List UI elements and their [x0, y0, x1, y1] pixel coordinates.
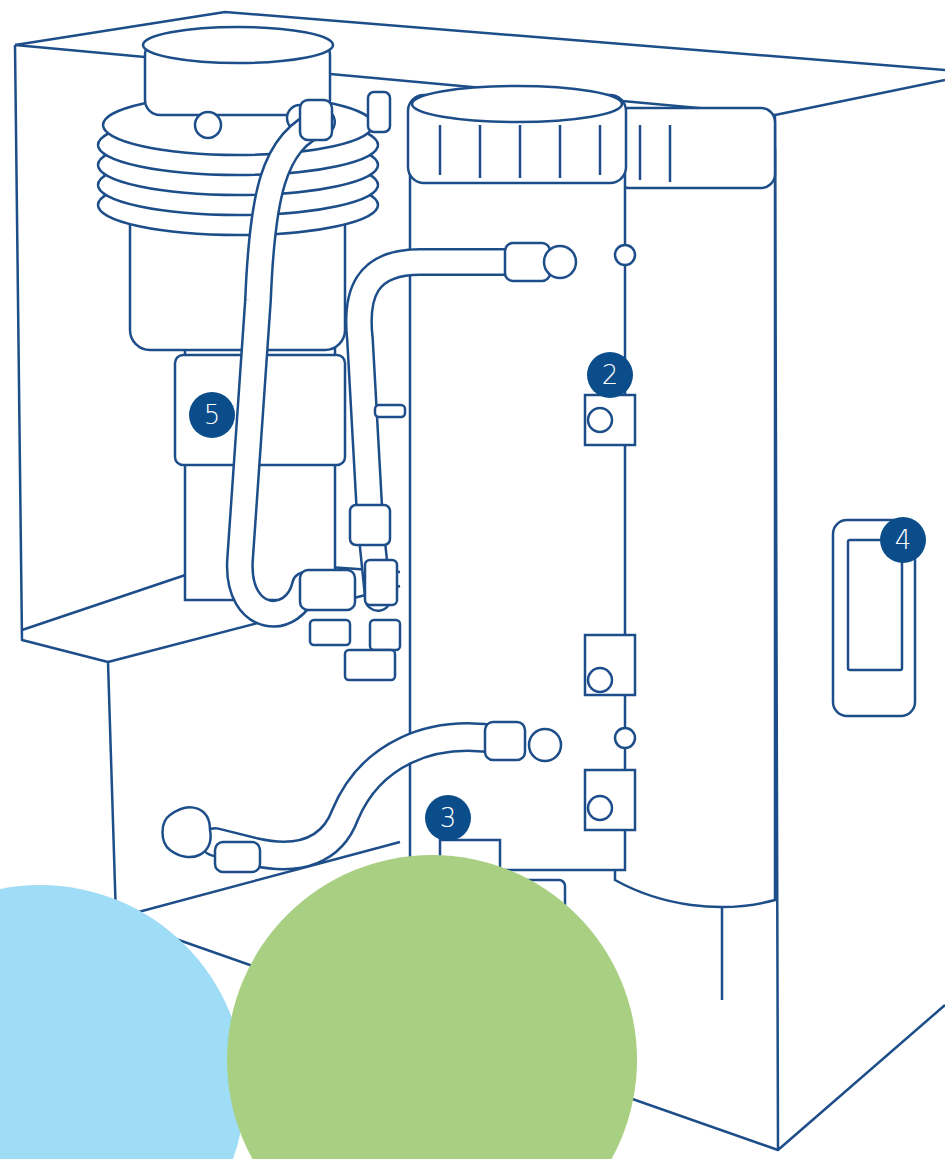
- filter-tank-rear-part: [615, 150, 775, 907]
- manifold-fittings-part: [588, 796, 612, 820]
- hoses-part: [359, 262, 515, 598]
- manifold-fittings-part: [585, 395, 635, 445]
- callout-number: 4: [880, 517, 926, 563]
- decorative-circles: [0, 855, 637, 1159]
- pipe-fittings-part: [375, 405, 405, 417]
- manifold-fittings-part: [588, 408, 612, 432]
- filter-tank-rear-part: [669, 125, 672, 182]
- hoses-part: [215, 737, 500, 855]
- pipe-fittings-part: [544, 246, 576, 278]
- pipe-fittings-part: [485, 722, 525, 760]
- motor-pump-part: [143, 27, 333, 63]
- manifold-fittings-part: [585, 635, 635, 695]
- filter-tank-rear-part: [639, 125, 642, 180]
- pipe-fittings-part: [300, 570, 355, 610]
- decorative-circles-part: [227, 855, 637, 1159]
- cabinet-outline-part: [775, 115, 945, 1150]
- motor-pump-part: [195, 112, 221, 138]
- hoses-part: [215, 737, 500, 855]
- hoses-part: [240, 122, 322, 614]
- filter-tank-front-part: [439, 125, 442, 175]
- pipe-fittings-part: [350, 505, 390, 545]
- filter-tank-front-part: [599, 125, 602, 175]
- pipe-fittings: [163, 100, 577, 872]
- filter-tank-rear-part: [615, 108, 775, 188]
- manifold-fittings-part: [585, 770, 635, 830]
- hoses-part: [240, 122, 322, 614]
- manifold-fittings-part: [588, 668, 612, 692]
- filter-tank-front-part: [519, 125, 522, 178]
- hoses: [215, 122, 515, 855]
- manifold-fittings-part: [615, 245, 635, 265]
- pipe-fittings-part: [370, 620, 400, 650]
- pipe-fittings-part: [300, 100, 332, 140]
- filter-tank-front-part: [412, 86, 622, 122]
- motor-pump-part: [368, 92, 390, 132]
- filter-tank-front-part: [479, 125, 482, 178]
- callout-number: 2: [587, 352, 633, 398]
- filter-tank-front-part: [559, 125, 562, 178]
- pipe-fittings-part: [345, 650, 395, 680]
- pipe-fittings-part: [215, 842, 260, 872]
- hoses-part: [359, 262, 515, 598]
- decorative-circles-part: [0, 885, 245, 1159]
- pipe-fittings-part: [529, 729, 561, 761]
- manifold-fittings-part: [615, 728, 635, 748]
- pipe-fittings-part: [310, 620, 350, 645]
- filter-tank-rear: [615, 108, 775, 907]
- callout-number: 3: [425, 795, 471, 841]
- pipe-fittings-part: [365, 560, 397, 605]
- callout-number: 5: [189, 392, 235, 438]
- pipe-fittings-part: [163, 807, 211, 857]
